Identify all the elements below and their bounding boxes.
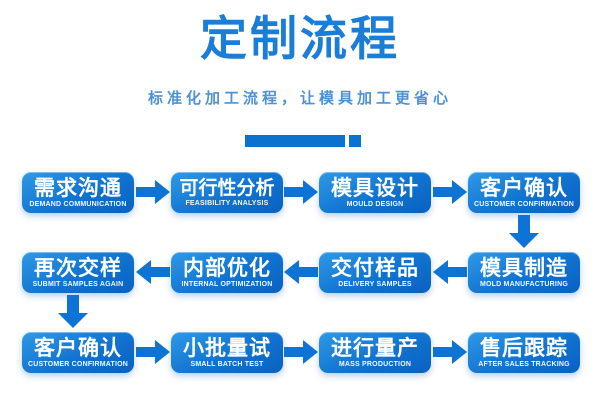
- arrow-left-icon: [433, 260, 467, 284]
- flow-step-label-en: FEASIBILITY ANALYSIS: [185, 199, 269, 207]
- flow-step-label-en: MOLD MANUFACTURING: [480, 280, 568, 288]
- arrow-left-icon: [136, 260, 170, 284]
- flow-step-delivery-samples: 交付样品 DELIVERY SAMPLES: [319, 252, 431, 293]
- flow-step-label-zh: 再次交样: [34, 256, 122, 280]
- flow-step-label-zh: 交付样品: [331, 256, 419, 280]
- flow-step-label-en: CUSTOMER CONFIRMATION: [28, 360, 128, 368]
- flow-step-small-batch-test: 小批量试 SMALL BATCH TEST: [171, 332, 283, 373]
- arrow-down-icon: [509, 215, 539, 248]
- flow-step-label-en: DEMAND COMMUNICATION: [29, 200, 127, 208]
- flow-step-mass-production: 进行量产 MASS PRODUCTION: [319, 332, 431, 373]
- flow-step-label-zh: 客户确认: [34, 336, 122, 360]
- page-title: 定制流程: [200, 12, 400, 65]
- flow-step-label-zh: 进行量产: [331, 336, 419, 360]
- flow-step-label-zh: 小批量试: [183, 336, 271, 360]
- flow-step-mold-manufacturing: 模具制造 MOLD MANUFACTURING: [468, 252, 580, 293]
- flow-step-label-en: INTERNAL OPTIMIZATION: [181, 280, 273, 288]
- flow-step-feasibility-analysis: 可行性分析 FEASIBILITY ANALYSIS: [171, 172, 283, 213]
- title-underline-bar: [245, 135, 345, 147]
- arrow-down-icon: [58, 295, 88, 328]
- arrow-right-icon: [284, 180, 318, 204]
- arrow-right-icon: [433, 180, 467, 204]
- flow-step-label-zh: 需求沟通: [34, 176, 122, 200]
- page-subtitle: 标准化加工流程，让模具加工更省心: [147, 90, 452, 107]
- flow-step-label-zh: 售后跟踪: [480, 336, 568, 360]
- flow-step-label-zh: 模具设计: [331, 176, 419, 200]
- flow-step-label-en: SMALL BATCH TEST: [190, 360, 264, 368]
- arrow-right-icon: [284, 340, 318, 364]
- title-underline-dot: [349, 135, 361, 147]
- flow-step-label-en: MASS PRODUCTION: [338, 360, 412, 368]
- flow-step-label-en: AFTER SALES TRACKING: [478, 360, 570, 368]
- flow-step-label-zh: 客户确认: [480, 176, 568, 200]
- arrow-right-icon: [136, 340, 170, 364]
- flow-step-label-zh: 内部优化: [183, 256, 271, 280]
- flow-step-label-en: DELIVERY SAMPLES: [338, 280, 412, 288]
- flow-step-internal-optimization: 内部优化 INTERNAL OPTIMIZATION: [171, 252, 283, 293]
- flow-step-customer-confirmation-1: 客户确认 CUSTOMER CONFIRMATION: [468, 172, 580, 213]
- arrow-right-icon: [136, 180, 170, 204]
- flow-step-after-sales-tracking: 售后跟踪 AFTER SALES TRACKING: [468, 332, 580, 373]
- arrow-left-icon: [284, 260, 318, 284]
- flow-step-label-zh: 模具制造: [480, 256, 568, 280]
- flow-step-label-zh: 可行性分析: [179, 177, 275, 199]
- flow-step-label-en: CUSTOMER CONFIRMATION: [474, 200, 574, 208]
- flow-step-label-en: MOULD DESIGN: [346, 200, 404, 208]
- flow-step-mould-design: 模具设计 MOULD DESIGN: [319, 172, 431, 213]
- arrow-right-icon: [433, 340, 467, 364]
- flow-step-customer-confirmation-2: 客户确认 CUSTOMER CONFIRMATION: [22, 332, 134, 373]
- flow-step-label-en: SUBMIT SAMPLES AGAIN: [32, 280, 124, 288]
- flow-step-submit-samples-again: 再次交样 SUBMIT SAMPLES AGAIN: [22, 252, 134, 293]
- flow-step-demand-communication: 需求沟通 DEMAND COMMUNICATION: [22, 172, 134, 213]
